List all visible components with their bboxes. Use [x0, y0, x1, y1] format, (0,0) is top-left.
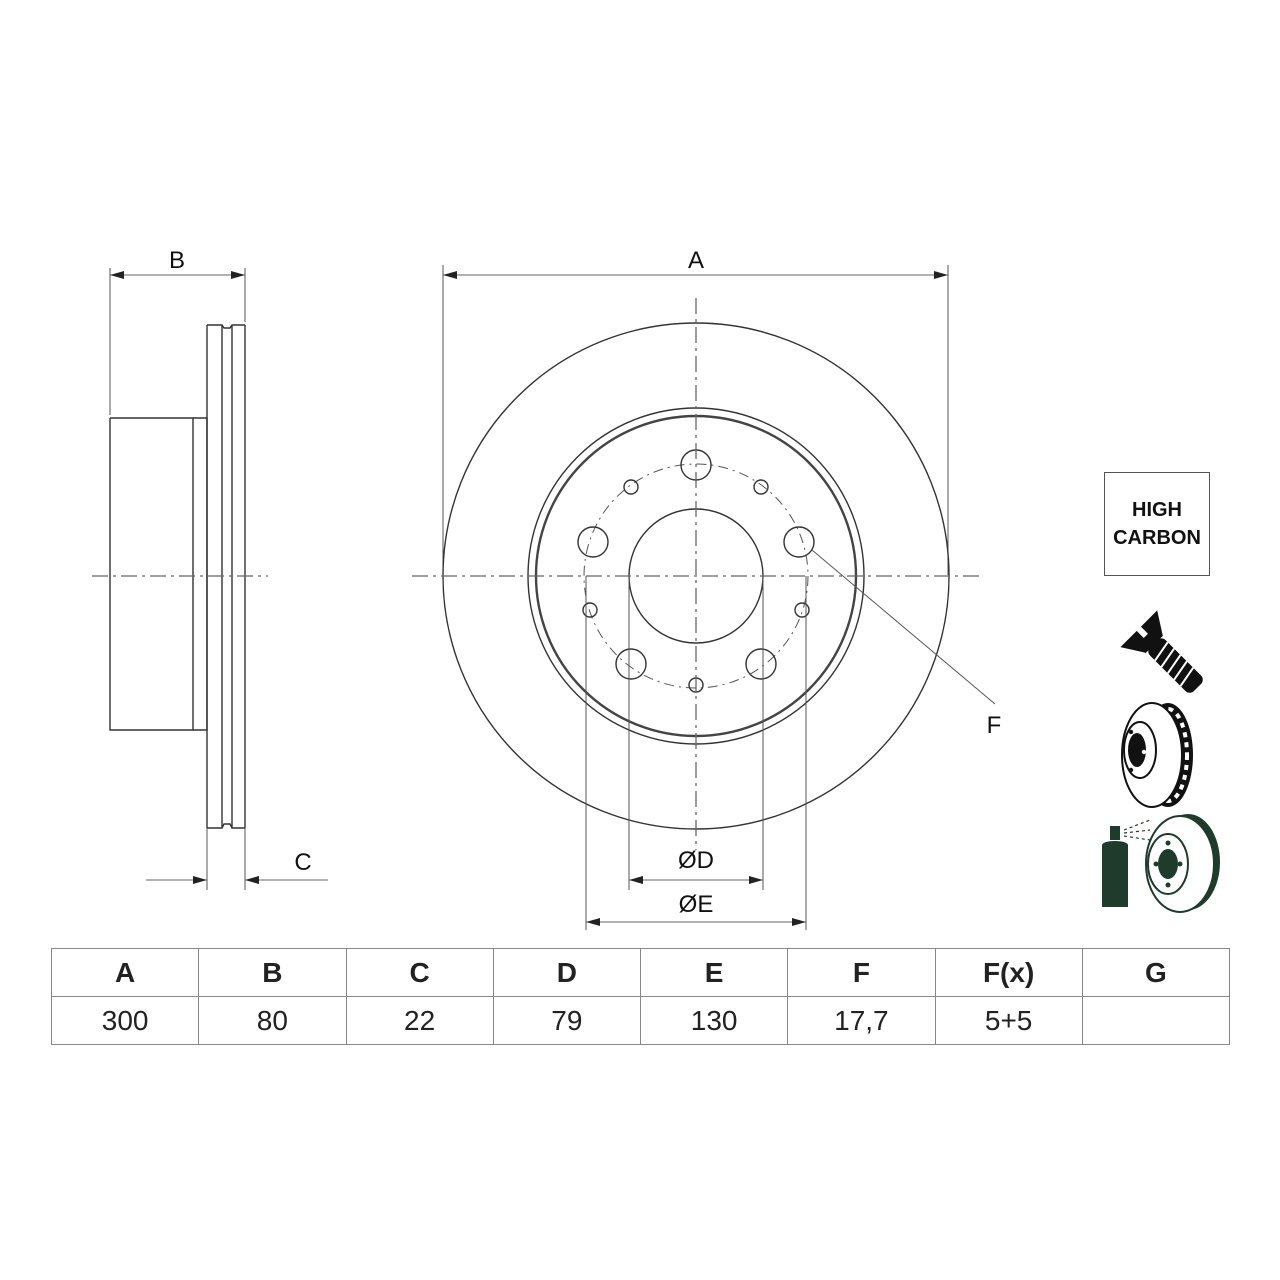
spec-header-g: G — [1081, 948, 1231, 997]
spec-header-a: A — [50, 948, 200, 997]
front-view: A ØD ØE F — [412, 247, 1001, 930]
spec-value-row: 300 80 22 79 130 17,7 5+5 — [50, 996, 1231, 1045]
spec-value-d: 79 — [492, 996, 642, 1045]
spec-header-f: F — [787, 948, 936, 997]
coated-disc-spray-icon — [1102, 814, 1220, 913]
spec-header-fx: F(x) — [934, 948, 1083, 997]
side-view: B C — [92, 247, 328, 890]
screw-icon — [1120, 610, 1203, 693]
spec-header-b: B — [198, 948, 347, 997]
spec-header-c: C — [345, 948, 494, 997]
high-carbon-line2: CARBON — [1113, 527, 1201, 549]
spec-table: A B C D E F F(x) G 300 80 22 79 130 17,7… — [50, 948, 1231, 1045]
high-carbon-line1: HIGH — [1132, 499, 1182, 521]
spec-value-fx: 5+5 — [934, 996, 1083, 1045]
dim-label-b: B — [169, 247, 185, 274]
spec-value-c: 22 — [345, 996, 494, 1045]
spec-header-d: D — [492, 948, 642, 997]
dim-label-e: ØE — [679, 891, 714, 918]
high-carbon-badge: HIGH CARBON — [1104, 472, 1210, 576]
spec-value-a: 300 — [50, 996, 200, 1045]
dim-label-d: ØD — [678, 847, 714, 874]
spec-header-row: A B C D E F F(x) G — [50, 948, 1231, 997]
spec-value-f: 17,7 — [787, 996, 936, 1045]
spec-value-e: 130 — [639, 996, 789, 1045]
spec-value-g — [1081, 996, 1231, 1045]
dim-label-c: C — [294, 849, 311, 876]
dim-label-a: A — [688, 247, 704, 274]
spec-value-b: 80 — [198, 996, 347, 1045]
vented-disc-icon — [1121, 702, 1193, 808]
spec-header-e: E — [639, 948, 789, 997]
dim-label-f: F — [987, 712, 1002, 739]
